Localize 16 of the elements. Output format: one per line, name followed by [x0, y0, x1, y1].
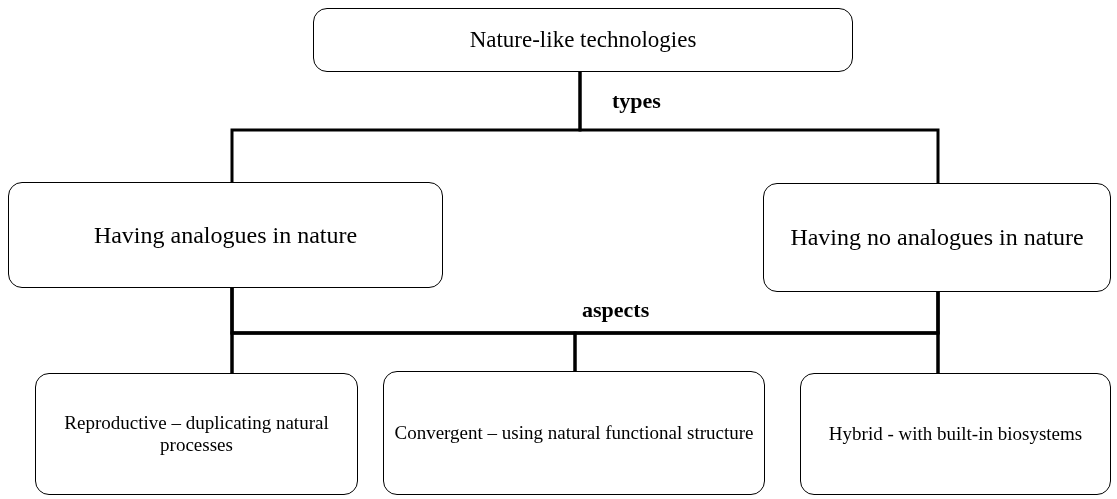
connector-label: types [612, 88, 661, 114]
rounded-box [763, 183, 1111, 292]
box-text: Nature-like technologies [469, 27, 697, 53]
rounded-box [800, 373, 1111, 495]
box-text: Reproductive – duplicating natural processes [63, 412, 330, 456]
connector-label: aspects [582, 297, 650, 323]
connector-line [936, 292, 940, 373]
box-text: Convergent – using natural functional structure [394, 422, 754, 444]
box-text: Hybrid - with built-in biosystems [828, 423, 1083, 445]
box-text: Having analogues in nature [93, 221, 358, 249]
rounded-box [383, 371, 765, 495]
rounded-box [313, 8, 853, 72]
rounded-box [35, 373, 358, 495]
rounded-box [8, 182, 443, 288]
connector-line [578, 72, 940, 183]
box-text: Having no analogues in nature [790, 224, 1084, 251]
